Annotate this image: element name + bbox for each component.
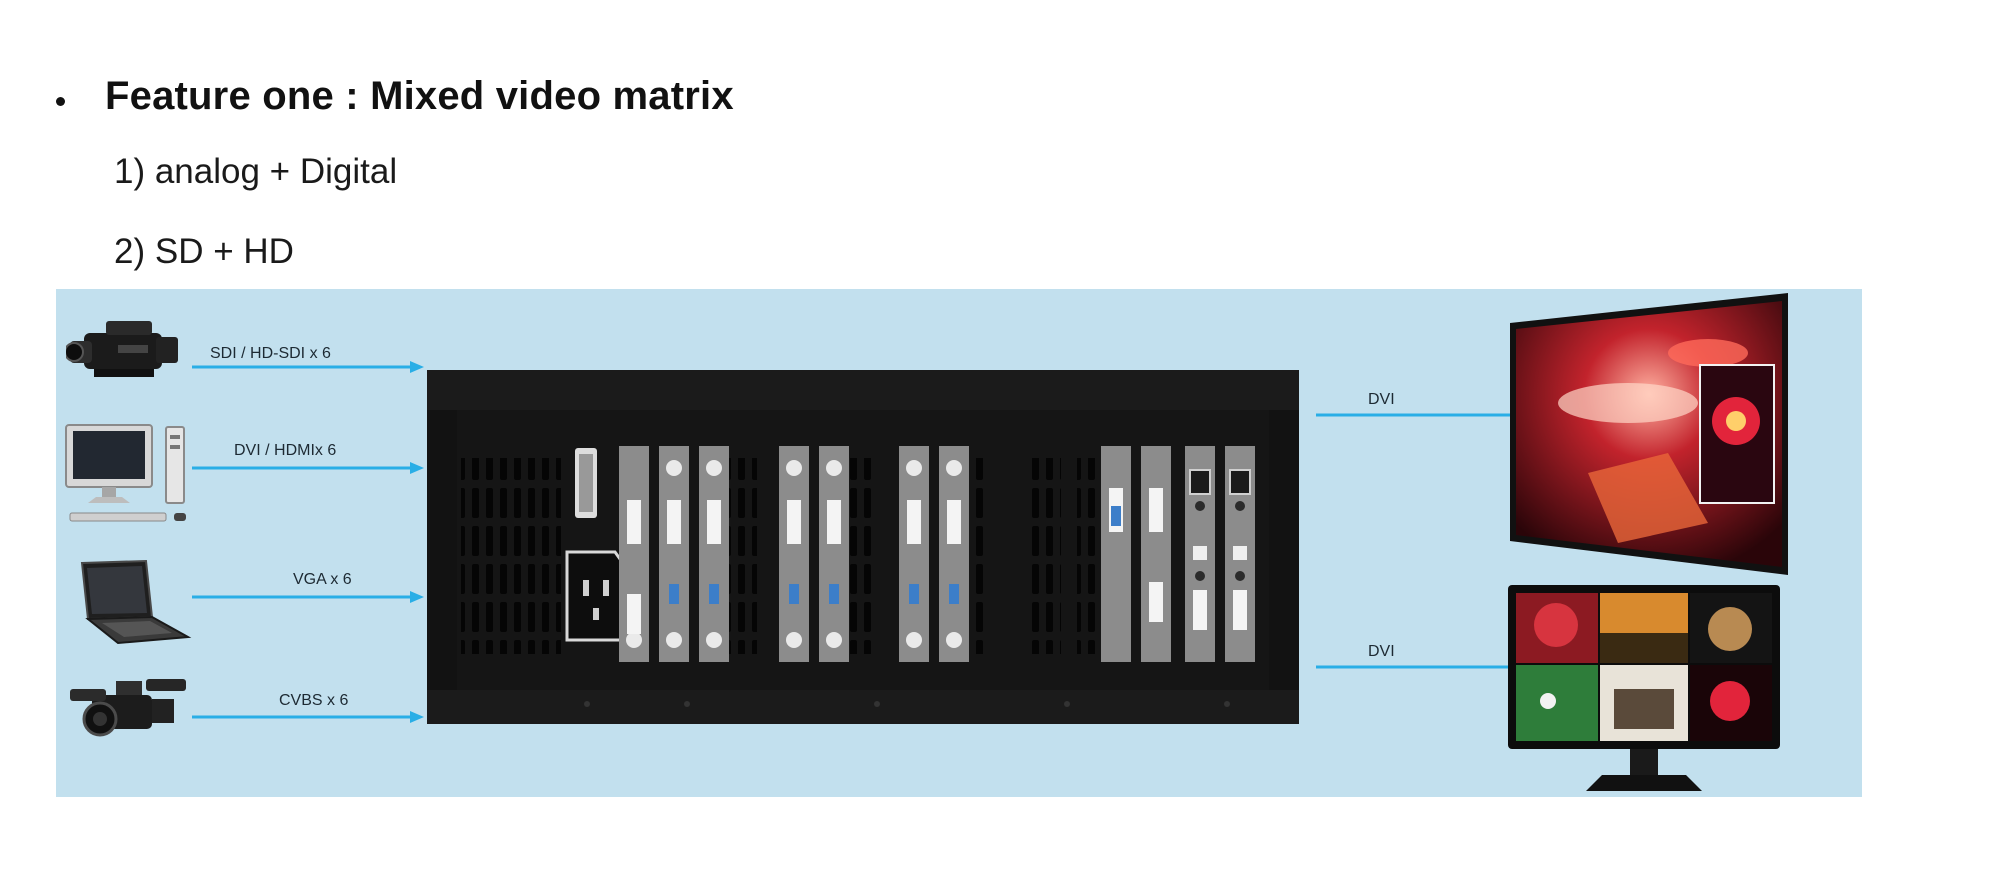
camcorder-icon: [66, 321, 178, 377]
feature-heading: Feature one : Mixed video matrix: [56, 66, 734, 126]
input-arrow-cvbs: [192, 711, 424, 723]
handheld-camcorder-icon: [70, 679, 186, 737]
desktop-pc-icon: [65, 424, 186, 522]
feature-item-1: 1) analog + Digital: [114, 152, 398, 191]
bullet-dot: [56, 96, 65, 106]
video-matrix-chassis: [427, 370, 1299, 724]
input-label-dvi-hdmi: DVI / HDMIx 6: [234, 442, 337, 459]
input-arrow-vga: [192, 591, 424, 603]
monitor-icon: [1508, 585, 1780, 791]
output-label-dvi-2: DVI: [1368, 643, 1395, 660]
input-label-cvbs: CVBS x 6: [279, 692, 349, 709]
input-arrow-dvi-hdmi: [192, 462, 424, 474]
input-label-vga: VGA x 6: [293, 571, 352, 588]
laptop-icon: [80, 559, 192, 645]
display-wall-icon: [1510, 293, 1788, 575]
matrix-diagram: SDI / HD-SDI x 6 DVI / HDMIx 6 VGA x 6 C…: [56, 289, 1862, 797]
output-label-dvi-1: DVI: [1368, 391, 1395, 408]
input-label-sdi: SDI / HD-SDI x 6: [210, 345, 331, 362]
feature-title: Feature one : Mixed video matrix: [105, 73, 734, 118]
feature-item-2: 2) SD + HD: [114, 232, 294, 271]
input-arrow-sdi: [192, 361, 424, 373]
